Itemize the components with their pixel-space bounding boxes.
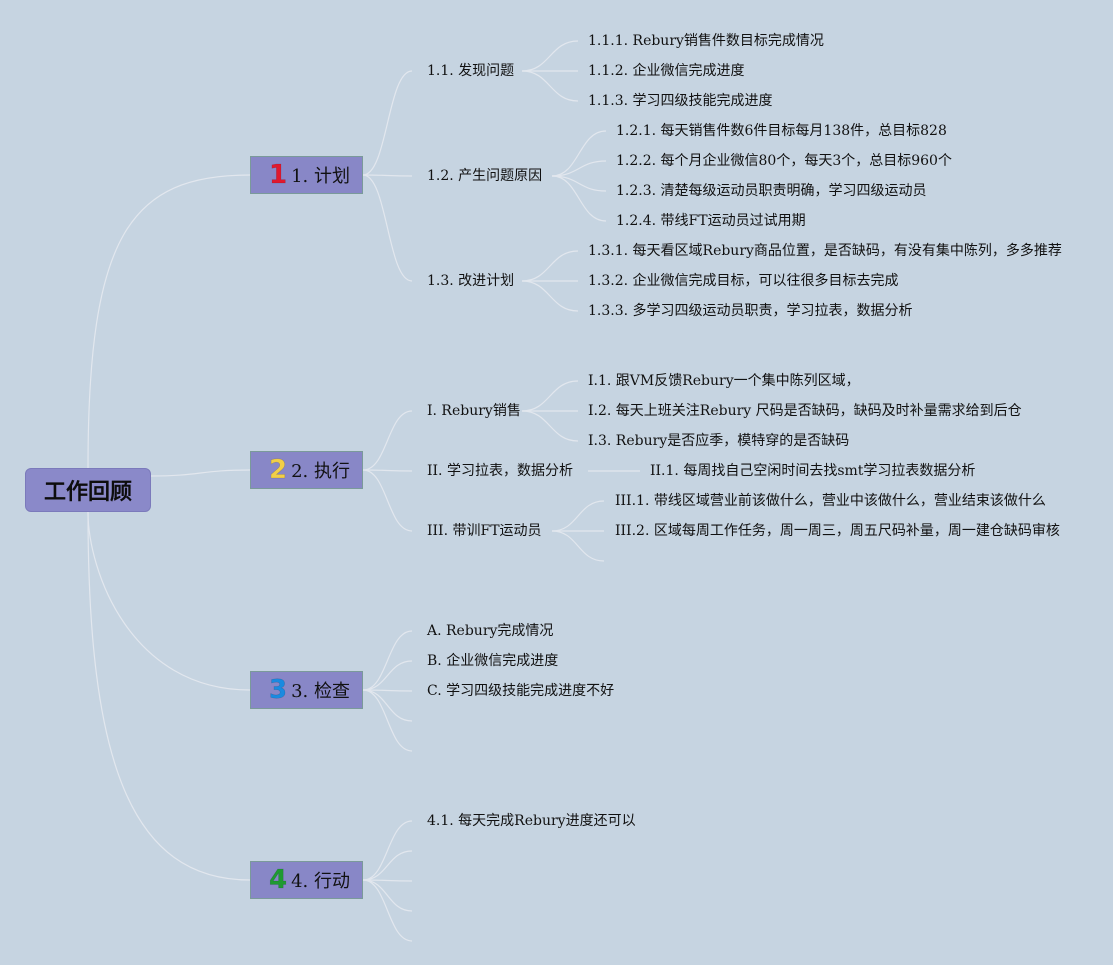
topic-find-problems[interactable]: 1.1. 发现问题 (427, 63, 515, 79)
topic-rebury-sales[interactable]: I. Rebury销售 (427, 403, 521, 419)
connector-line (551, 175, 607, 222)
connector-line (87, 511, 251, 691)
connector-line (362, 820, 413, 881)
connector-line (362, 70, 413, 176)
topic-problem-causes[interactable]: 1.2. 产生问题原因 (427, 168, 543, 184)
connector-line (521, 70, 579, 102)
connector-line (551, 530, 605, 562)
connector-line (521, 410, 579, 442)
connector-line (362, 174, 413, 282)
topic-train-ft[interactable]: III. 带训FT运动员 (427, 523, 542, 539)
connector-line (362, 689, 413, 752)
subtopic[interactable]: 1.3.3. 多学习四级运动员职责，学习拉表，数据分析 (588, 303, 913, 319)
connector-line (521, 250, 579, 282)
connector-line (362, 630, 413, 691)
topic-check-c[interactable]: C. 学习四级技能完成进度不好 (427, 683, 615, 699)
connector-line (362, 469, 413, 532)
connector-line (362, 850, 413, 881)
branch-act-label: 4. 行动 (291, 871, 350, 892)
connector-line (362, 410, 413, 471)
subtopic[interactable]: I.2. 每天上班关注Rebury 尺码是否缺码，缺码及时补量需求给到后仓 (588, 403, 1022, 419)
connector-line (362, 689, 413, 722)
subtopic[interactable]: 1.2.2. 每个月企业微信80个，每天3个，总目标960个 (616, 153, 952, 169)
topic-learn-reports[interactable]: II. 学习拉表，数据分析 (427, 463, 573, 479)
subtopic[interactable]: III.1. 带线区域营业前该做什么，营业中该做什么，营业结束该做什么 (615, 493, 1046, 509)
connector-line (362, 174, 413, 177)
branch-plan-label: 1. 计划 (291, 166, 350, 187)
subtopic[interactable]: 1.3.1. 每天看区域Rebury商品位置，是否缺码，有没有集中陈列，多多推荐 (588, 243, 1062, 259)
connector-line (521, 40, 579, 72)
connector-line (362, 469, 413, 472)
connector-line (551, 175, 607, 192)
connector-line (551, 500, 605, 532)
subtopic[interactable]: II.1. 每周找自己空闲时间去找smt学习拉表数据分析 (650, 463, 976, 479)
number-two-icon: 2 (269, 455, 288, 485)
subtopic[interactable]: 1.3.2. 企业微信完成目标，可以往很多目标去完成 (588, 273, 899, 289)
connector-line (150, 469, 251, 477)
subtopic[interactable]: 1.2.4. 带线FT运动员过试用期 (616, 213, 806, 229)
subtopic[interactable]: III.2. 区域每周工作任务，周一周三，周五尺码补量，周一建仓缺码审核 (615, 523, 1060, 539)
subtopic[interactable]: 1.2.3. 清楚每级运动员职责明确，学习四级运动员 (616, 183, 927, 199)
topic-improvement-plan[interactable]: 1.3. 改进计划 (427, 273, 515, 289)
branch-check-label: 3. 检查 (291, 681, 350, 702)
number-four-icon: 4 (269, 865, 288, 895)
connector-line (521, 280, 579, 312)
branch-execute-label: 2. 执行 (291, 461, 350, 482)
topic-check-a[interactable]: A. Rebury完成情况 (427, 623, 554, 639)
branch-act[interactable]: 4 4. 行动 (250, 861, 363, 899)
topic-check-b[interactable]: B. 企业微信完成进度 (427, 653, 559, 669)
subtopic[interactable]: 1.2.1. 每天销售件数6件目标每月138件，总目标828 (616, 123, 947, 139)
branch-plan[interactable]: 1 1. 计划 (250, 156, 363, 194)
connector-line (362, 879, 413, 912)
connector-line (362, 879, 413, 942)
connector-line (87, 511, 251, 881)
connector-line (551, 160, 607, 177)
connector-line (521, 380, 579, 412)
connector-line (87, 174, 251, 469)
root-topic[interactable]: 工作回顾 (25, 468, 151, 512)
subtopic[interactable]: I.1. 跟VM反馈Rebury一个集中陈列区域， (588, 373, 860, 389)
subtopic[interactable]: 1.1.3. 学习四级技能完成进度 (588, 93, 773, 109)
subtopic[interactable]: I.3. Rebury是否应季，模特穿的是否缺码 (588, 433, 850, 449)
subtopic[interactable]: 1.1.1. Rebury销售件数目标完成情况 (588, 33, 824, 49)
root-topic-label: 工作回顾 (43, 480, 132, 505)
branch-execute[interactable]: 2 2. 执行 (250, 451, 363, 489)
number-three-icon: 3 (269, 675, 288, 705)
connector-line (362, 660, 413, 691)
number-one-icon: 1 (269, 160, 288, 190)
subtopic[interactable]: 1.1.2. 企业微信完成进度 (588, 63, 745, 79)
topic-action[interactable]: 4.1. 每天完成Rebury进度还可以 (427, 813, 636, 829)
branch-check[interactable]: 3 3. 检查 (250, 671, 363, 709)
connector-line (551, 130, 607, 177)
